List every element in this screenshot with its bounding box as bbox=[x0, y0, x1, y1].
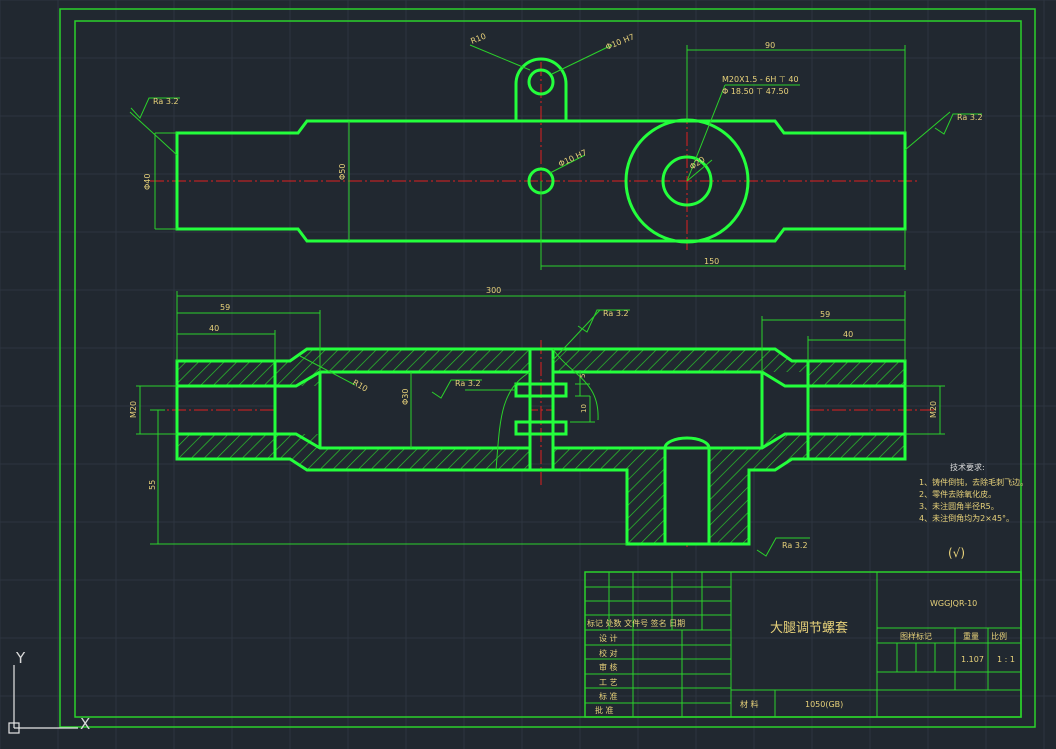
left-upper-cap bbox=[177, 361, 275, 386]
label-hole-top: Φ10 H7 bbox=[604, 32, 635, 52]
label-r10-top: R10 bbox=[469, 32, 487, 46]
tb-label-review: 审 核 bbox=[599, 662, 618, 672]
label-m20-right: M20 bbox=[929, 401, 938, 418]
tb-scale: 1 : 1 bbox=[997, 655, 1015, 664]
tb-header-row: 标记 处数 文件号 签名 日期 bbox=[587, 618, 685, 628]
revision-grid bbox=[585, 572, 731, 717]
tb-scale-label: 比例 bbox=[991, 631, 1007, 641]
tb-material: 1050(GB) bbox=[805, 700, 843, 709]
tb-drawing-no: WGGJQR-10 bbox=[930, 599, 977, 608]
roughness-symbol: (√) bbox=[948, 546, 965, 560]
label-dia40: Φ40 bbox=[143, 174, 152, 190]
right-upper-wall bbox=[553, 349, 905, 386]
break-line bbox=[495, 348, 599, 471]
label-ra-section-top: Ra 3.2 bbox=[603, 309, 629, 318]
pin-slot-lower bbox=[514, 420, 568, 436]
label-ra-section-mid: Ra 3.2 bbox=[455, 379, 481, 388]
label-thread-1: M20X1.5 - 6H ⊤ 40 bbox=[722, 75, 799, 84]
title-block-text: 标记 处数 文件号 签名 日期 设 计 校 对 审 核 工 艺 标 准 批 准 … bbox=[587, 599, 1015, 715]
label-ra-section-bottom: Ra 3.2 bbox=[782, 541, 808, 550]
tb-label-approve: 批 准 bbox=[595, 705, 614, 715]
ucs-x-label: X bbox=[80, 715, 90, 733]
technical-notes: 技术要求: 1、铸件倒钝，去除毛刺飞边。 2、零件去除氧化皮。 3、未注圆角半径… bbox=[919, 462, 1028, 560]
inner-border bbox=[74, 20, 1022, 718]
label-dim-10: 10 bbox=[580, 404, 588, 413]
ear-hole bbox=[527, 68, 555, 96]
section-view: 300 59 40 59 40 Ra 3.2 R10 Ra 3.2 Φ30 5 … bbox=[129, 286, 945, 557]
label-dim-90: 90 bbox=[765, 41, 775, 50]
label-hole-mid: Φ10 H7 bbox=[557, 148, 588, 169]
label-dim-59-right: 59 bbox=[820, 310, 830, 319]
tb-part-name: 大腿调节螺套 bbox=[770, 620, 848, 636]
label-dim-55: 55 bbox=[148, 480, 157, 490]
ucs-icon bbox=[8, 665, 78, 734]
label-dia30: Φ30 bbox=[401, 389, 410, 405]
note-line-1: 1、铸件倒钝，去除毛刺飞边。 bbox=[919, 477, 1028, 487]
label-ra-left: Ra 3.2 bbox=[153, 97, 179, 106]
label-dia50: Φ50 bbox=[338, 164, 347, 180]
tb-label-standard: 标 准 bbox=[599, 691, 618, 701]
section-outer-outline bbox=[175, 347, 907, 546]
label-dim-300: 300 bbox=[486, 286, 501, 295]
tb-label-process: 工 艺 bbox=[599, 678, 618, 687]
label-thread-2: Φ 18.50 ⊤ 47.50 bbox=[722, 87, 789, 96]
ucs-y-label: Y bbox=[15, 649, 26, 667]
tb-stage-label: 图样标记 bbox=[900, 631, 932, 641]
label-dim-5: 5 bbox=[579, 374, 587, 378]
tb-label-check: 校 对 bbox=[599, 648, 618, 658]
label-dim-40-left: 40 bbox=[209, 324, 219, 333]
tb-weight: 1.107 bbox=[961, 655, 984, 664]
left-lower-wall bbox=[177, 434, 530, 470]
notes-title: 技术要求: bbox=[950, 462, 985, 472]
left-upper-wall bbox=[177, 349, 530, 386]
note-line-4: 4、未注倒角均为2×45°。 bbox=[919, 513, 1014, 523]
top-view: R10 Φ10 H7 90 M20X1.5 - 6H ⊤ 40 Φ 18.50 … bbox=[129, 32, 983, 270]
label-ra-right: Ra 3.2 bbox=[957, 113, 983, 122]
title-block bbox=[584, 571, 1022, 718]
tb-label-design: 设 计 bbox=[599, 633, 618, 643]
note-line-2: 2、零件去除氧化皮。 bbox=[919, 489, 996, 499]
label-dim-150: 150 bbox=[704, 257, 719, 266]
right-lower-wall bbox=[553, 434, 905, 544]
outer-border bbox=[59, 8, 1036, 728]
boss-threaded-hole bbox=[661, 155, 713, 207]
tb-material-label: 材 料 bbox=[740, 699, 759, 709]
note-line-3: 3、未注圆角半径R5。 bbox=[919, 501, 999, 511]
tb-weight-label: 重量 bbox=[963, 631, 979, 641]
label-dim-59-left: 59 bbox=[220, 303, 230, 312]
label-dim-40-right: 40 bbox=[843, 330, 853, 339]
label-m20-left: M20 bbox=[129, 401, 138, 418]
